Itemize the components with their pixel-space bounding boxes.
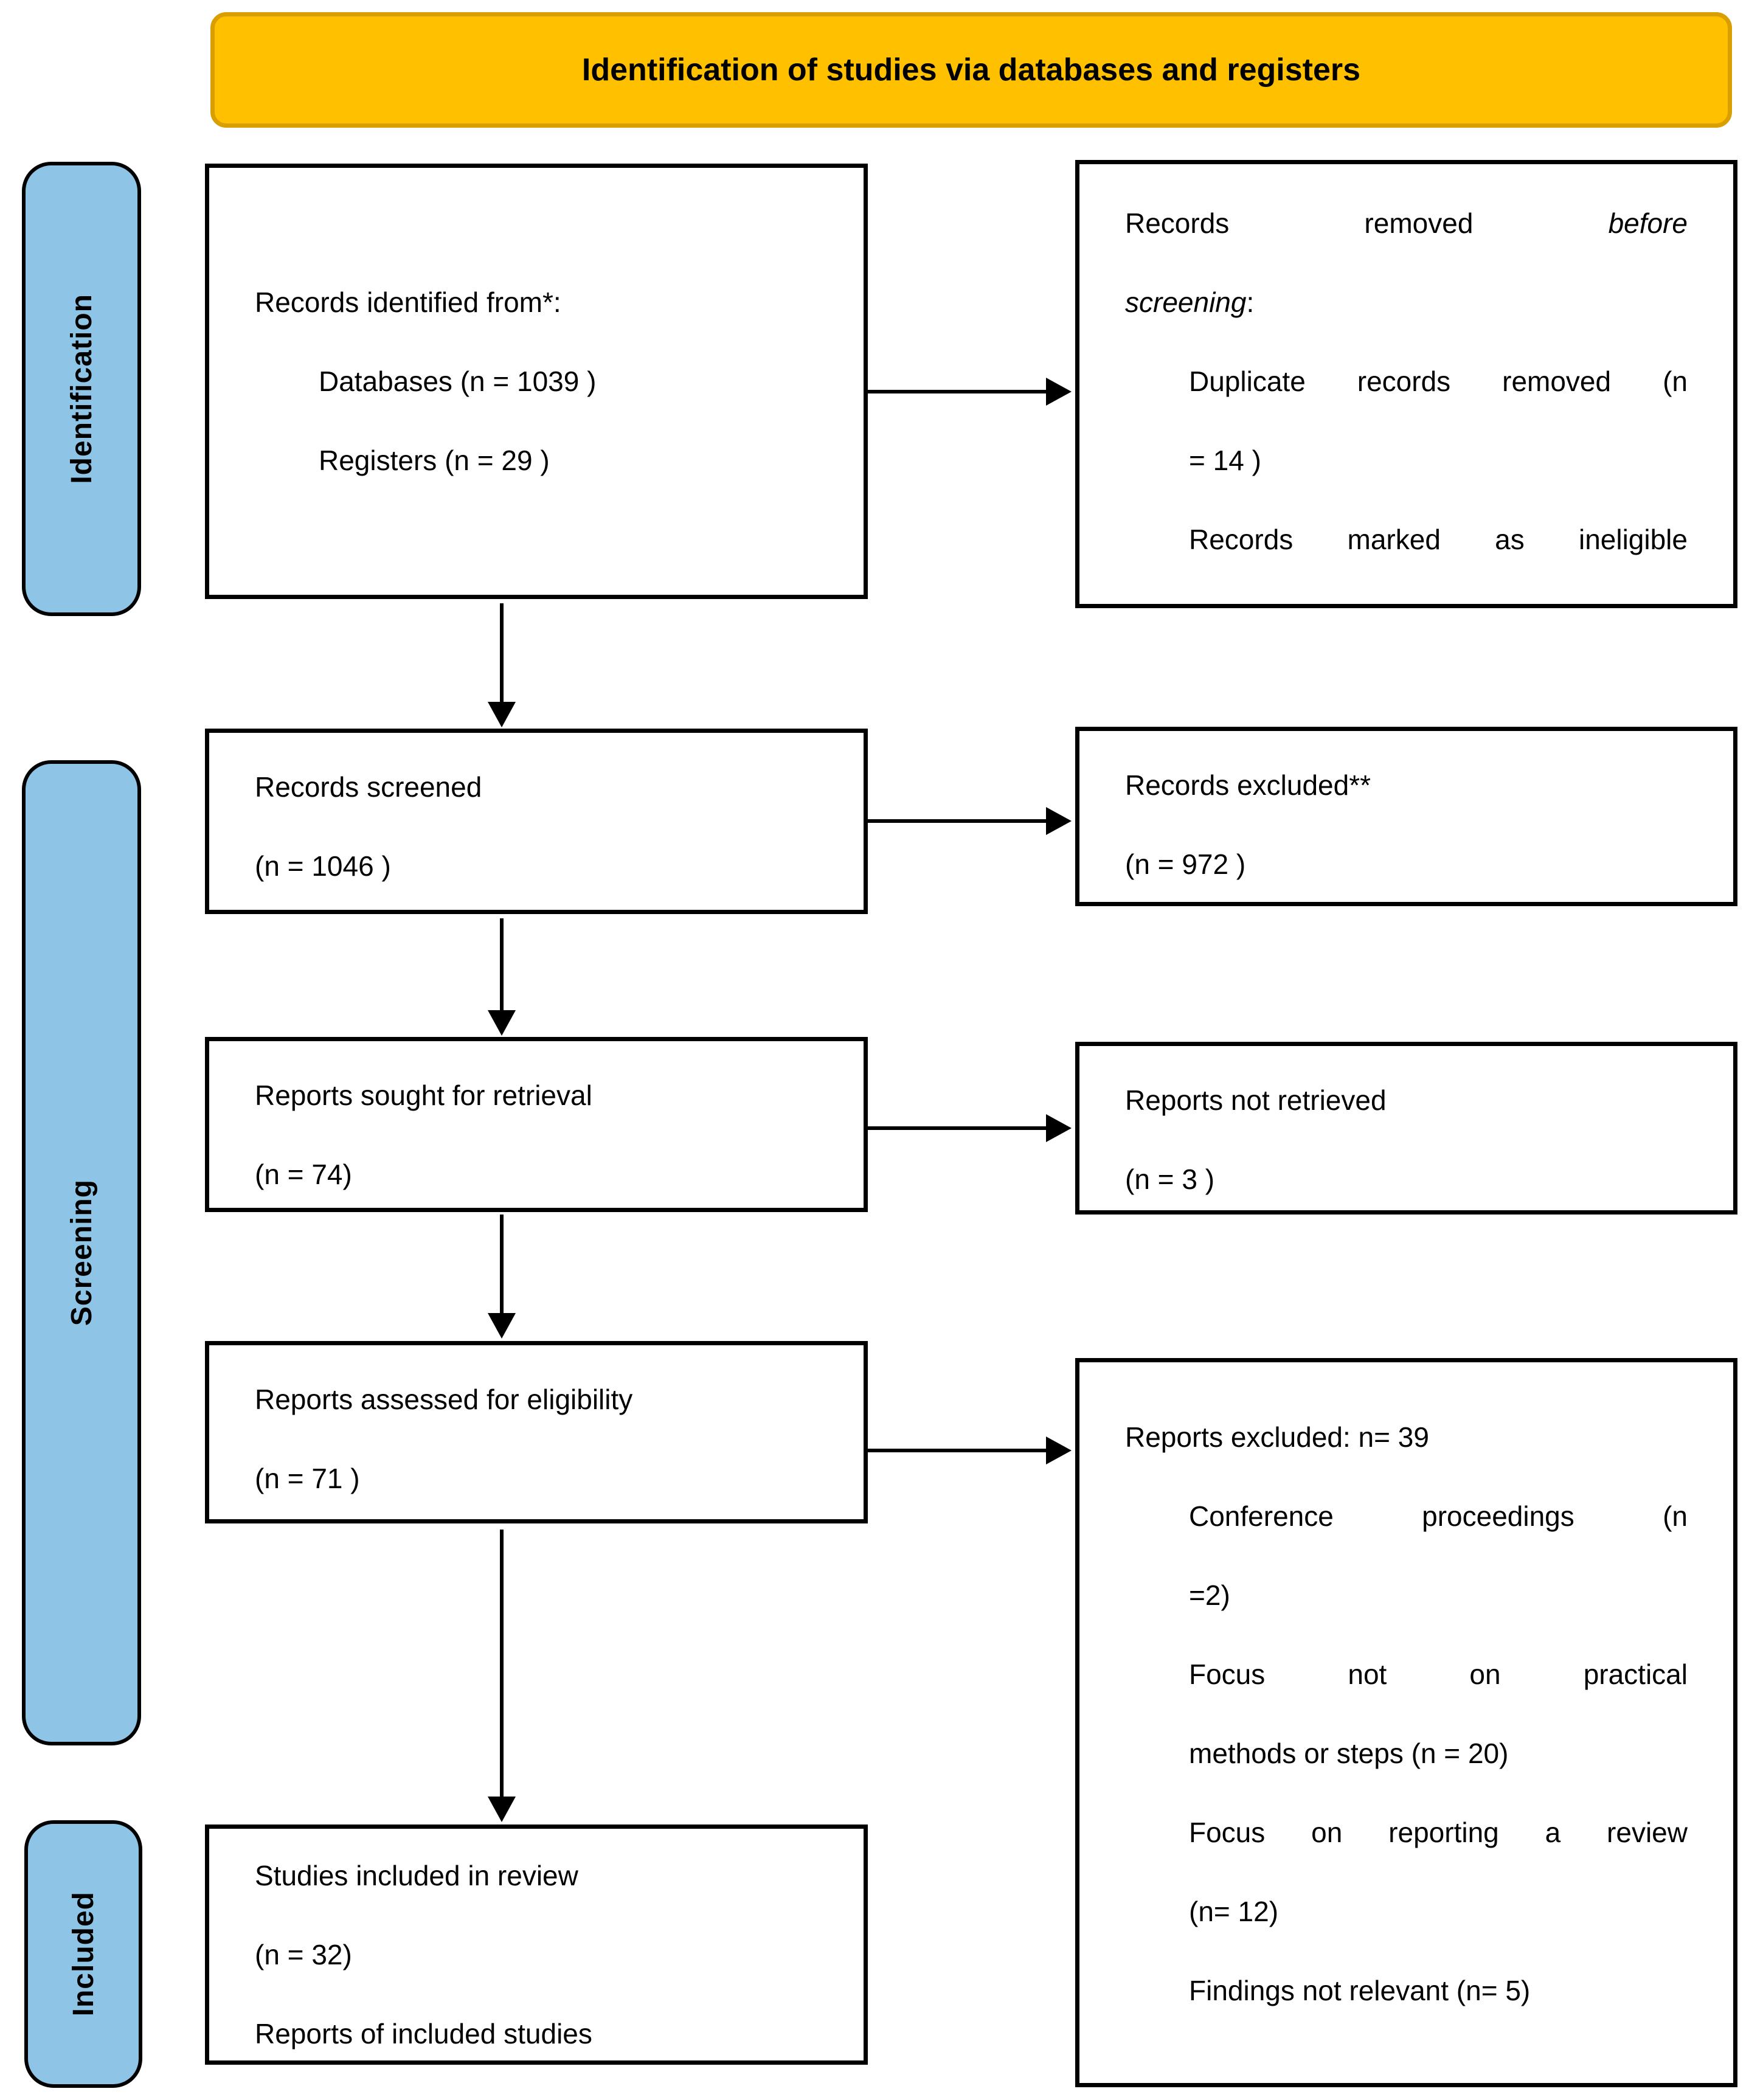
box-reports-assessed-for-eligibility: Reports assessed for eligibility (n = 71 … <box>205 1341 868 1523</box>
text-line: Records excluded** <box>1125 769 1371 801</box>
arrow-assessed-to-included <box>488 1530 516 1822</box>
stage-label-identification: Identification <box>22 162 141 616</box>
text-line: =2) <box>1189 1579 1230 1611</box>
text-line: (n = 74) <box>255 1159 352 1190</box>
text-line: methods or steps (n = 20) <box>1189 1738 1509 1769</box>
stage-text: Included <box>67 1891 100 2017</box>
arrow-identified-to-screened <box>488 603 516 727</box>
text-line: Records removed before <box>1125 207 1688 239</box>
text-line: Registers (n = 29 ) <box>319 445 550 476</box>
box-records-screened: Records screened (n = 1046 ) <box>205 729 868 914</box>
box-reports-sought-for-retrieval: Reports sought for retrieval (n = 74) <box>205 1037 868 1212</box>
stage-text: Screening <box>65 1179 98 1326</box>
arrow-assessed-to-excluded-reasons <box>868 1436 1072 1464</box>
text-line: screening: <box>1125 286 1255 318</box>
arrow-screened-to-excluded <box>868 807 1072 835</box>
text-line: Records marked as ineligible <box>1189 524 1688 555</box>
arrow-identified-to-removed <box>868 378 1072 406</box>
text-line: (n = 1046 ) <box>255 850 391 882</box>
text-line: (n= 12) <box>1189 1896 1279 1927</box>
text-line: Findings not relevant (n= 5) <box>1189 1975 1531 2006</box>
text-line: Duplicate records removed (n <box>1189 366 1688 397</box>
text-line: Focus on reporting a review <box>1189 1817 1688 1848</box>
text-line: (n = 3 ) <box>1125 1163 1215 1195</box>
box-reports-excluded-reasons: Reports excluded: n= 39 Conference procee… <box>1075 1358 1737 2087</box>
box-records-identified: Records identified from*: Databases (n = … <box>205 164 868 599</box>
text-line: Records identified from*: <box>255 286 561 318</box>
text-line: = 14 ) <box>1189 445 1261 476</box>
stage-label-screening: Screening <box>22 760 141 1745</box>
text-line: Reports sought for retrieval <box>255 1079 592 1111</box>
stage-text: Identification <box>65 294 98 484</box>
text-line: Records screened <box>255 771 482 803</box>
text-line: Reports assessed for eligibility <box>255 1384 633 1415</box>
text-line: (n = 71 ) <box>255 1463 360 1494</box>
text-line: Studies included in review <box>255 1860 578 1891</box>
box-records-removed-before-screening: Records removed before screening: Duplicat… <box>1075 160 1737 608</box>
text-line: Conference proceedings (n <box>1189 1500 1688 1532</box>
stage-label-included: Included <box>24 1820 142 2088</box>
text-line: Reports of included studies <box>255 2018 592 2050</box>
text-line: Reports excluded: n= 39 <box>1125 1421 1429 1453</box>
box-records-excluded: Records excluded** (n = 972 ) <box>1075 727 1737 906</box>
text-line: Reports not retrieved <box>1125 1084 1387 1116</box>
arrow-screened-to-sought <box>488 918 516 1036</box>
text-line: (n = 32) <box>255 1939 352 1970</box>
title-banner: Identification of studies via databases … <box>210 12 1732 128</box>
title-banner-label: Identification of studies via databases … <box>581 52 1361 88</box>
arrow-sought-to-assessed <box>488 1215 516 1339</box>
text-line: (n = 972 ) <box>1125 848 1246 880</box>
text-line: Databases (n = 1039 ) <box>319 366 597 397</box>
arrow-sought-to-not-retrieved <box>868 1114 1072 1142</box>
text-line: Focus not on practical <box>1189 1658 1688 1690</box>
box-studies-included-in-review: Studies included in review (n = 32) Report… <box>205 1825 868 2065</box>
box-reports-not-retrieved: Reports not retrieved (n = 3 ) <box>1075 1042 1737 1215</box>
